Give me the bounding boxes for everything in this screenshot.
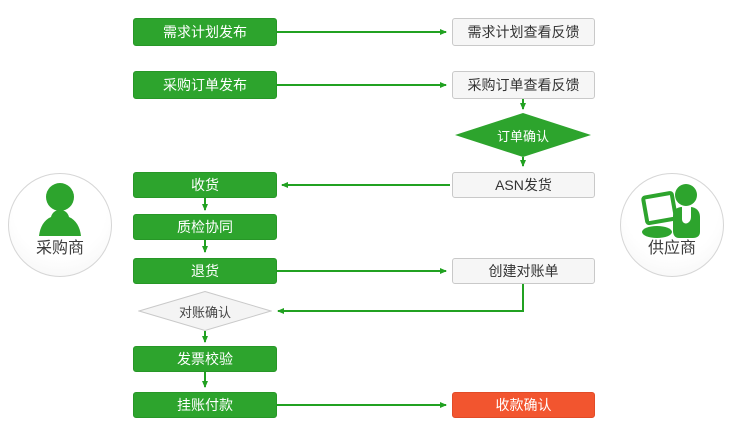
node-demand-plan-publish: 需求计划发布 — [133, 18, 277, 46]
node-asn-ship: ASN发货 — [452, 172, 595, 198]
node-return-goods: 退货 — [133, 258, 277, 284]
node-book-payment: 挂账付款 — [133, 392, 277, 418]
actor-label: 供应商 — [647, 240, 696, 257]
node-statement-confirm: 对账确认 — [138, 291, 272, 331]
node-demand-plan-feedback: 需求计划查看反馈 — [452, 18, 595, 46]
node-receive-goods: 收货 — [133, 172, 277, 198]
person-laptop-icon — [640, 181, 704, 243]
node-order-confirm: 订单确认 — [455, 113, 591, 157]
node-quality-collab: 质检协同 — [133, 214, 277, 240]
node-purchase-order-feedback: 采购订单查看反馈 — [452, 71, 595, 99]
node-invoice-check: 发票校验 — [133, 346, 277, 372]
actor-label: 采购商 — [35, 240, 84, 257]
actor-supplier: 供应商 — [620, 173, 724, 277]
edge-statement-to-confirm — [277, 284, 524, 314]
diamond-shape-gray — [138, 291, 272, 331]
node-create-statement: 创建对账单 — [452, 258, 595, 284]
person-icon — [31, 181, 89, 243]
node-payment-confirm: 收款确认 — [452, 392, 595, 418]
diamond-label: 对账确认 — [178, 304, 231, 320]
node-purchase-order-publish: 采购订单发布 — [133, 71, 277, 99]
diamond-label: 订单确认 — [496, 128, 549, 144]
diamond-shape-green — [455, 113, 591, 157]
actor-buyer: 采购商 — [8, 173, 112, 277]
